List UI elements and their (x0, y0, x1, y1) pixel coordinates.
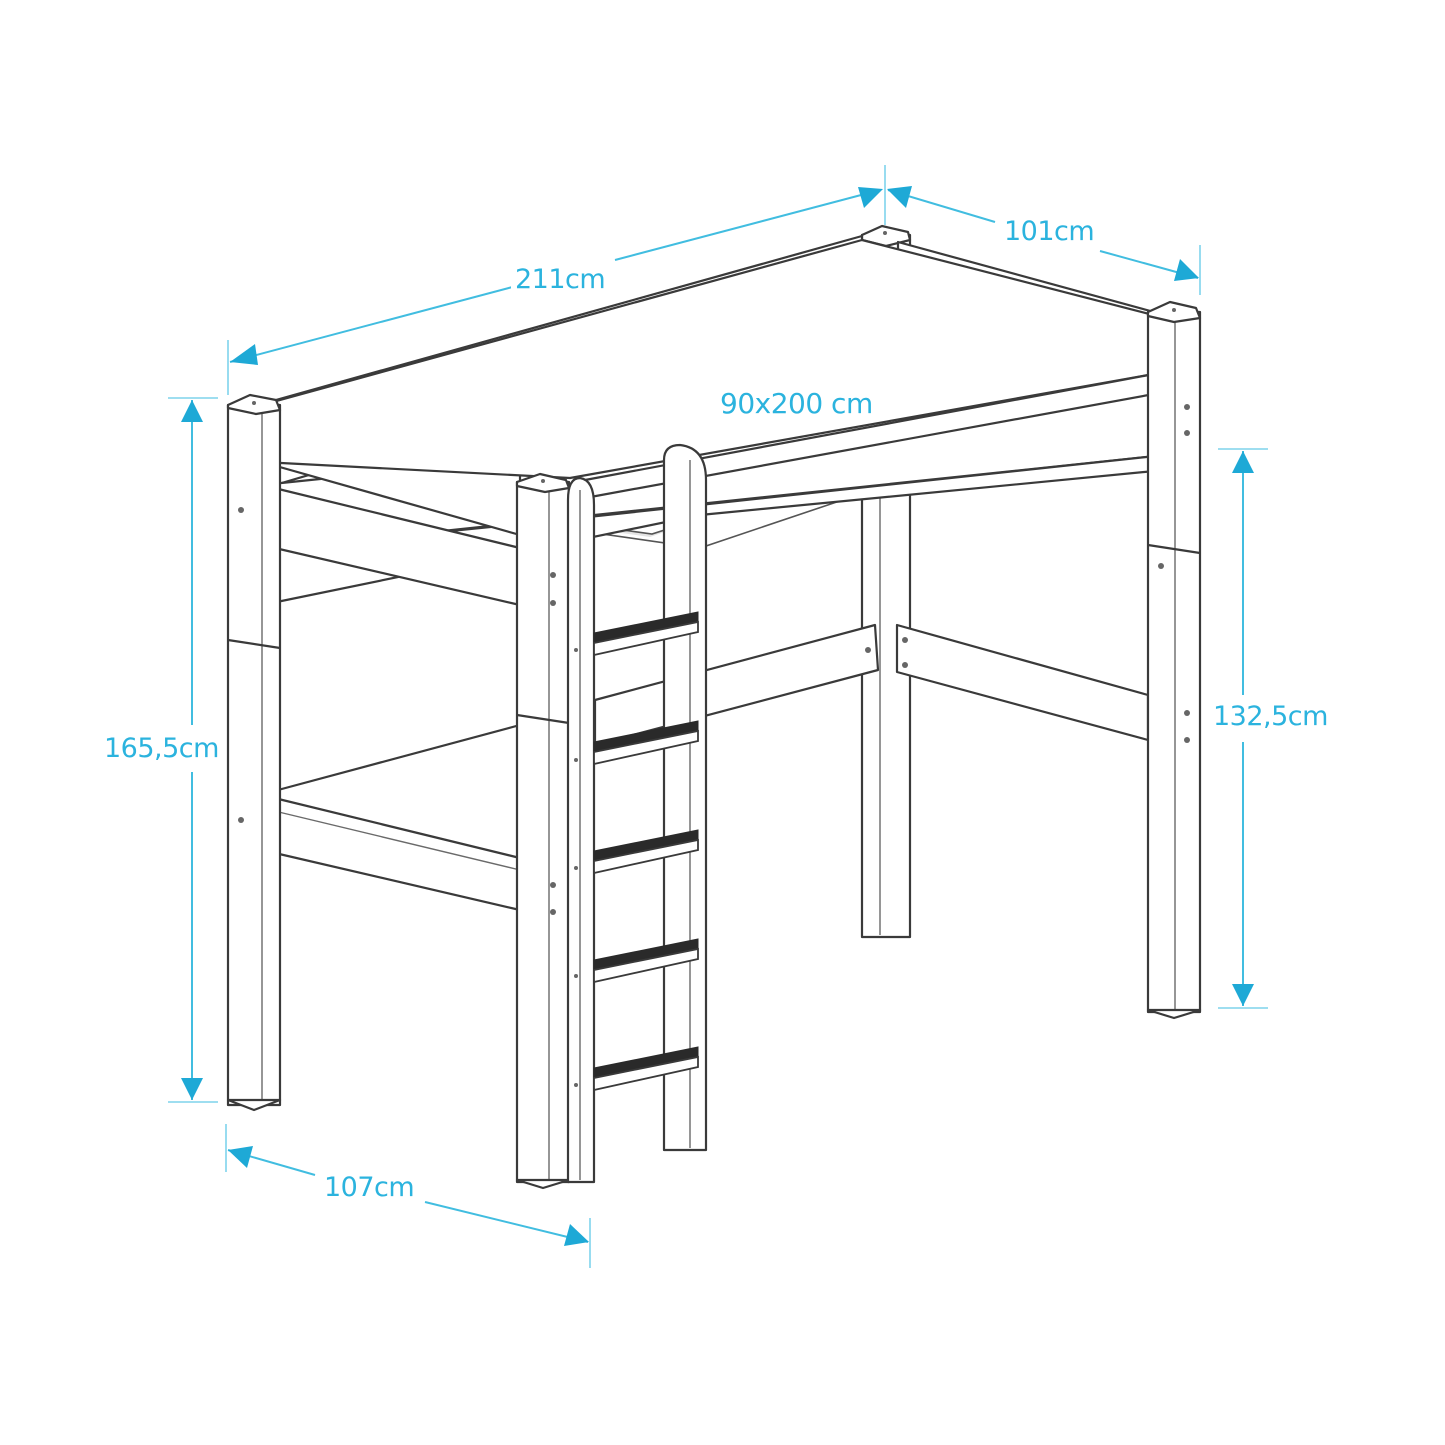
label-width-top: 101cm (1000, 216, 1099, 248)
front-left-leg (515, 472, 571, 1190)
lower-left-stretcher (260, 723, 522, 912)
ladder (566, 443, 708, 1184)
ladder-step-1 (593, 611, 699, 657)
dimension-clearance-height-132 (1218, 448, 1268, 1009)
dimension-width-top-101 (887, 186, 1201, 295)
dimension-length-211 (227, 165, 886, 395)
arrowhead-icon (1174, 259, 1199, 281)
arrowhead-icon (858, 187, 883, 208)
arrowhead-icon (887, 186, 912, 208)
label-length: 211cm (511, 264, 610, 296)
label-width-bottom: 107cm (320, 1172, 419, 1204)
dimension-width-bottom-107 (225, 1124, 591, 1268)
arrowhead-icon (181, 1078, 203, 1100)
arrowhead-icon (181, 400, 203, 422)
arrowhead-icon (564, 1224, 589, 1246)
ladder-step-5 (593, 1046, 699, 1092)
label-clearance-height: 132,5cm (1209, 701, 1332, 733)
arrowhead-icon (230, 344, 258, 365)
ladder-step-4 (593, 938, 699, 984)
front-right-leg (1146, 300, 1202, 1020)
arrowhead-icon (1232, 451, 1254, 473)
left-rear-leg (226, 393, 282, 1112)
label-mattress-size: 90x200 cm (716, 388, 877, 420)
arrowhead-icon (1232, 984, 1254, 1006)
label-total-height: 165,5cm (100, 733, 223, 765)
dimension-total-height-165 (168, 397, 218, 1103)
ladder-step-3 (593, 829, 699, 875)
ladder-step-2 (593, 720, 699, 766)
arrowhead-icon (228, 1146, 253, 1168)
